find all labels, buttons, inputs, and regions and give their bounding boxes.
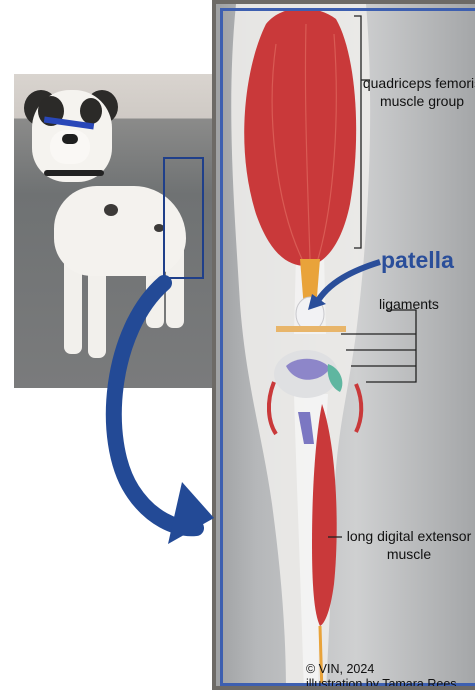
- ligaments-label: ligaments: [379, 295, 439, 313]
- long-digital-extensor-label: long digital extensor muscle: [344, 527, 474, 563]
- illustrator-credit-text: illustration by Tamara Rees: [306, 677, 457, 690]
- dog-collar: [44, 170, 104, 176]
- patella-label: patella: [381, 251, 454, 269]
- credit-block: © VIN, 2024 illustration by Tamara Rees: [306, 662, 457, 690]
- zoom-arrowhead: [168, 482, 214, 544]
- copyright-text: © VIN, 2024: [306, 662, 457, 677]
- dog-eye-patch-right: [80, 98, 102, 124]
- stifle-highlight-box: [163, 157, 204, 279]
- dog-nose: [62, 134, 78, 144]
- quadriceps-label: quadriceps femoris muscle group: [362, 74, 475, 110]
- dog-spot: [104, 204, 118, 216]
- anatomy-illustration-panel: quadriceps femoris muscle group patella …: [212, 0, 475, 690]
